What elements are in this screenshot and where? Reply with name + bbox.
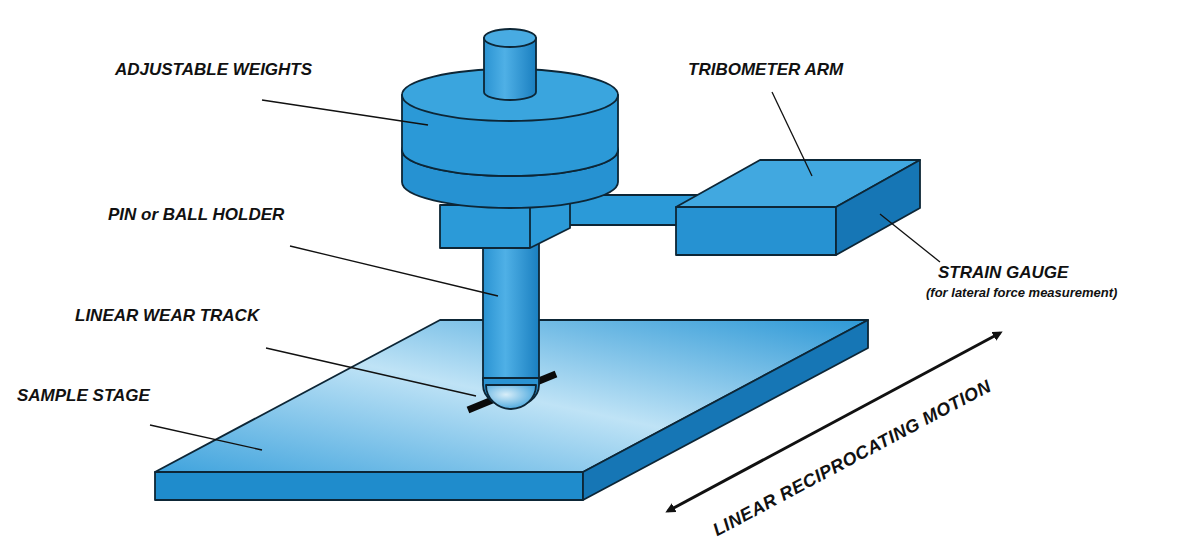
leader-line xyxy=(266,348,476,396)
wear-track xyxy=(468,374,556,410)
strain-gauge-front xyxy=(676,207,836,255)
pin-shaft xyxy=(483,240,539,380)
leader-line xyxy=(150,425,262,450)
part-label: LINEAR WEAR TRACK xyxy=(75,306,259,326)
leader-line xyxy=(880,214,940,262)
part-label: TRIBOMETER ARM xyxy=(688,60,843,80)
sample-stage-front xyxy=(155,472,583,500)
ball-tip xyxy=(486,385,536,409)
part-label: STRAIN GAUGE xyxy=(938,263,1068,283)
part-label: SAMPLE STAGE xyxy=(17,386,150,406)
part-label: PIN or BALL HOLDER xyxy=(108,205,284,225)
leader-line xyxy=(772,92,812,176)
leader-line xyxy=(290,246,498,296)
part-label: (for lateral force measurement) xyxy=(926,286,1117,301)
motion-arrow xyxy=(668,333,1000,511)
part-label: ADJUSTABLE WEIGHTS xyxy=(115,60,312,80)
leader-line xyxy=(262,100,428,125)
strain-gauge-side xyxy=(836,160,920,255)
